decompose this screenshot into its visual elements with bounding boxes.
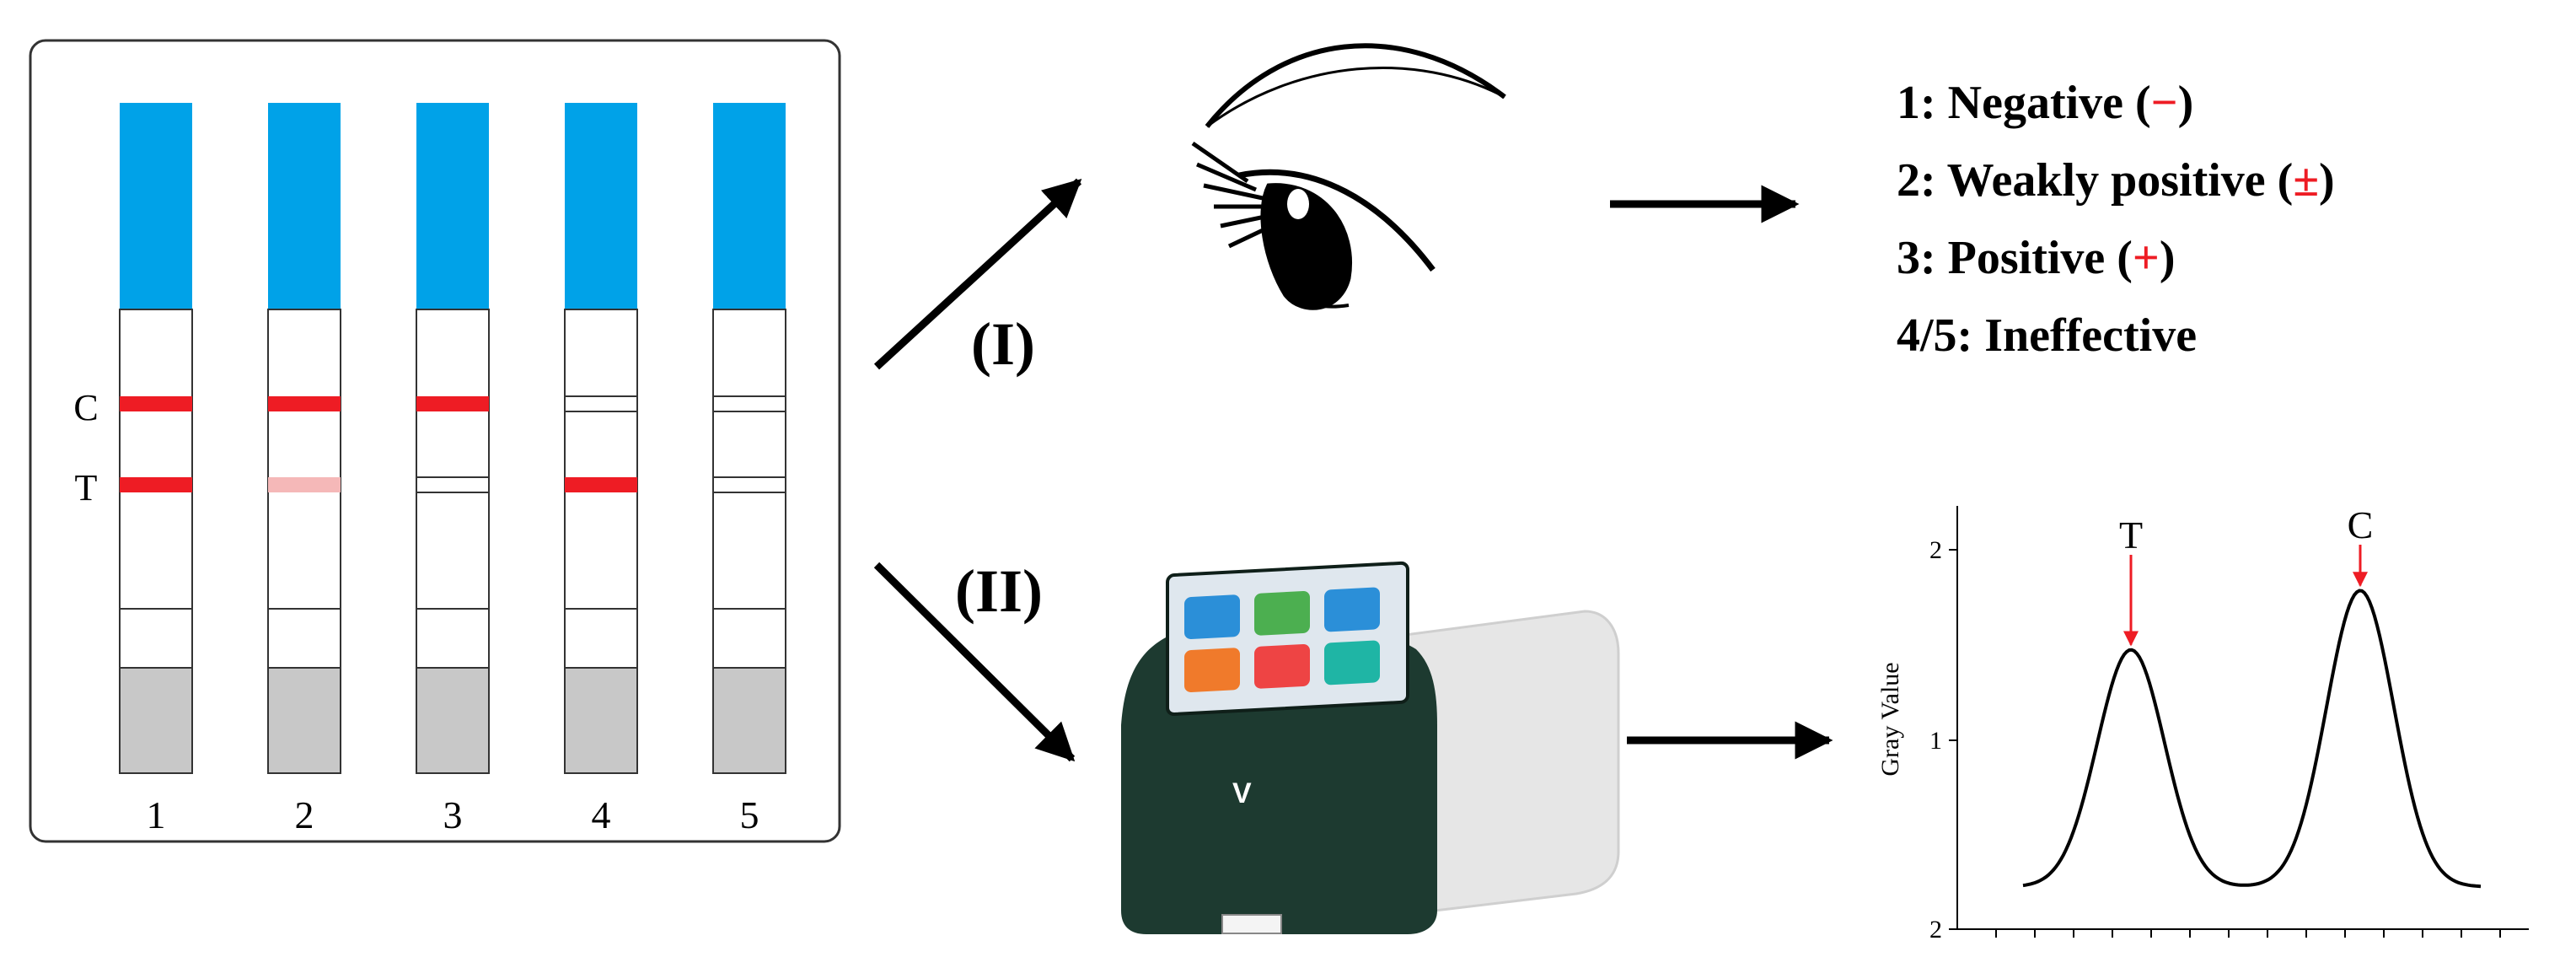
strip-absorbent (119, 667, 193, 774)
test-strips (119, 103, 786, 774)
strip-absorbent (564, 667, 638, 774)
app-tile[interactable] (1324, 587, 1380, 632)
result-text: 4/5: Ineffective (1897, 309, 2197, 362)
strip-absorbent (712, 667, 786, 774)
strip-absorbent (416, 667, 490, 774)
strip-panel: C T 1 2 3 4 5 (29, 39, 841, 843)
y-tick-label: 2 (1929, 536, 1942, 564)
strip-pad (416, 103, 489, 309)
path-arrows: (I) (II) (873, 178, 1833, 762)
red-line (268, 396, 341, 411)
strip-pad (713, 103, 786, 309)
test-strip (267, 103, 341, 774)
arrow-to-eye (873, 178, 1082, 370)
result-text: 3: Positive ( (1897, 232, 2133, 284)
result-text: 1: Negative ( (1897, 77, 2151, 129)
result-list: 1: Negative (−)2: Weakly positive (±)3: … (1897, 77, 2335, 362)
strip-number: 4 (592, 793, 611, 836)
device-screen (1166, 561, 1409, 717)
reader-device: V (1121, 561, 1620, 934)
result-item: 4/5: Ineffective (1897, 309, 2197, 362)
test-strip (712, 103, 786, 774)
y-axis-ticks: 2 1 2 (1929, 536, 1957, 944)
faint-line (268, 477, 341, 492)
red-line (416, 396, 489, 411)
red-line (120, 396, 192, 411)
result-text: ) (2178, 77, 2194, 129)
empty-line (416, 476, 490, 493)
red-line (120, 477, 192, 492)
app-tile[interactable] (1254, 590, 1310, 636)
red-line (565, 477, 637, 492)
screen-app-tiles (1184, 587, 1380, 692)
result-sign: − (2151, 77, 2178, 129)
peak-label: C (2348, 503, 2374, 546)
path-label-visual: (I) (971, 310, 1035, 378)
y-tick-label: 2 (1929, 916, 1942, 944)
y-tick-label: 1 (1929, 727, 1942, 755)
x-axis-ticks (1995, 929, 2501, 938)
result-sign: + (2133, 232, 2160, 284)
strip-number: 1 (147, 793, 166, 836)
y-axis-label: Gray Value (1876, 662, 1904, 776)
test-strip (416, 103, 490, 774)
strip-pad (268, 103, 341, 309)
strip-numbers: 1 2 3 4 5 (147, 793, 759, 836)
strip-pad (565, 103, 637, 309)
empty-line (564, 395, 638, 412)
app-tile[interactable] (1184, 648, 1240, 692)
strip-number: 5 (740, 793, 759, 836)
strip-pad (120, 103, 192, 309)
result-item: 1: Negative (−) (1897, 77, 2193, 129)
result-sign: ± (2293, 154, 2319, 207)
result-text: 2: Weakly positive ( (1897, 154, 2293, 207)
test-strip (119, 103, 193, 774)
empty-line (712, 395, 786, 412)
app-tile[interactable] (1254, 643, 1310, 689)
strip-number: 2 (295, 793, 314, 836)
strip-absorbent (267, 667, 341, 774)
strip-number: 3 (443, 793, 463, 836)
app-tile[interactable] (1324, 640, 1380, 685)
test-strip (564, 103, 638, 774)
result-text: ) (2160, 232, 2176, 284)
result-item: 3: Positive (+) (1897, 232, 2176, 284)
c-line-label: C (73, 387, 98, 428)
app-tile[interactable] (1184, 594, 1240, 639)
peak-label: T (2119, 513, 2143, 556)
result-text: ) (2319, 154, 2335, 207)
t-line-label: T (75, 467, 98, 508)
result-item: 2: Weakly positive (±) (1897, 154, 2335, 207)
empty-line (712, 476, 786, 493)
path-label-instrument: (II) (955, 557, 1043, 625)
strip-slot (1221, 914, 1282, 934)
arrow-to-reader (873, 562, 1076, 762)
device-brand: V (1232, 777, 1252, 809)
eye-icon (1191, 43, 1506, 310)
gray-value-trace (2022, 589, 2482, 889)
